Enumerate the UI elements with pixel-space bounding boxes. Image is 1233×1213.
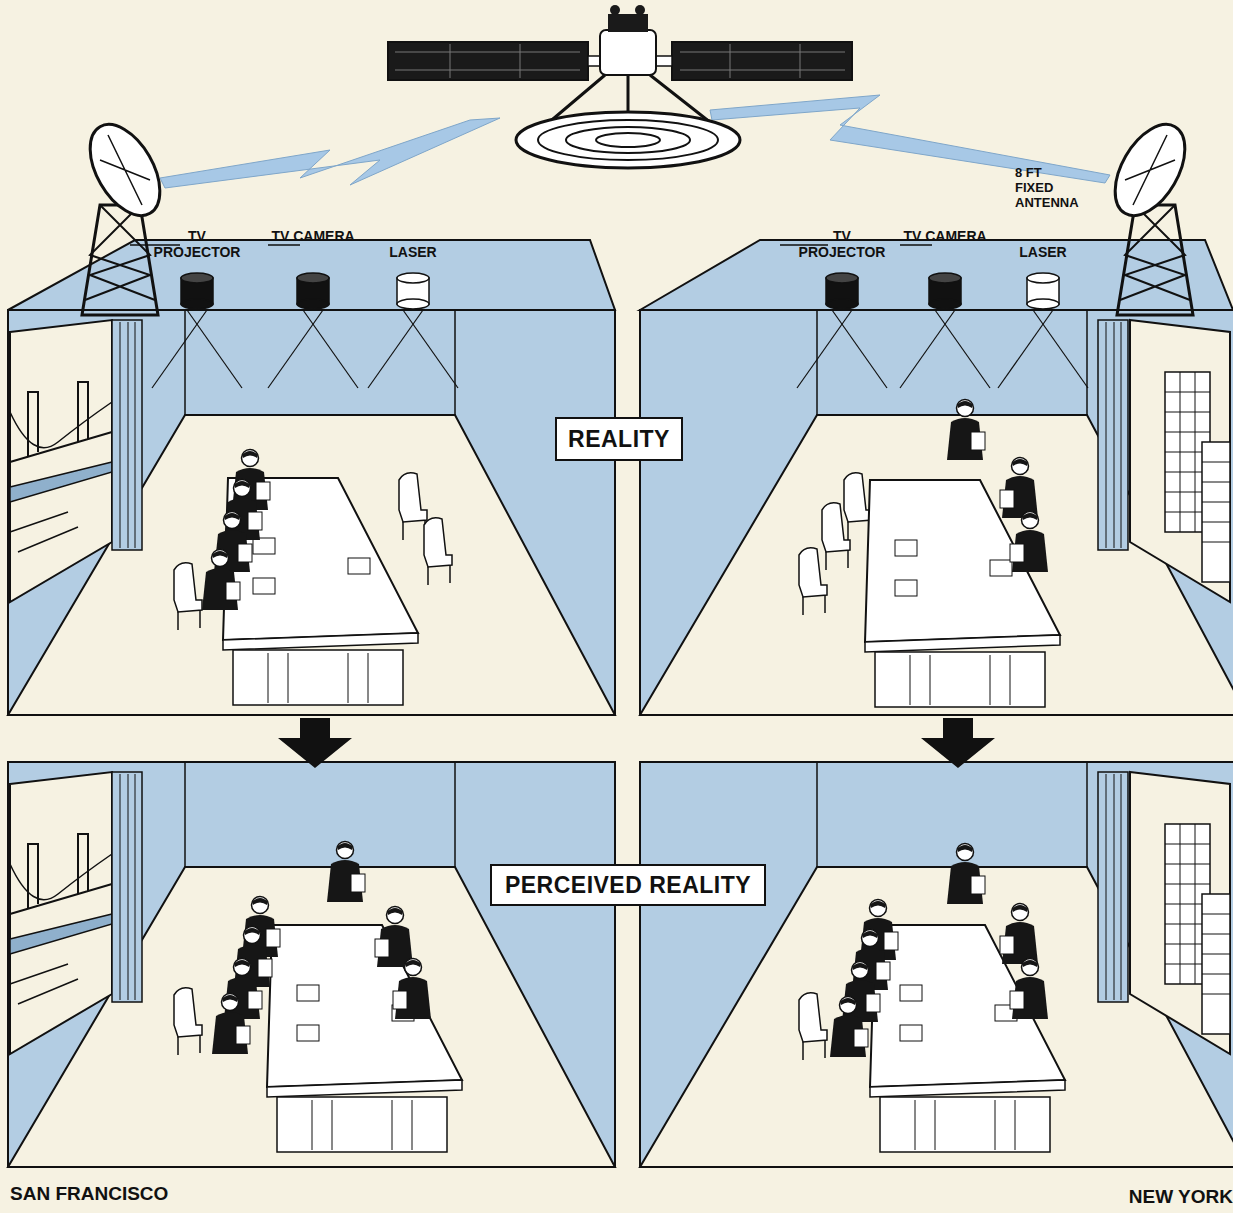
satellite: [538, 120, 718, 160]
satellite: [388, 42, 588, 80]
box-text: REALITY: [568, 426, 670, 453]
top-right-room-furniture: [947, 400, 985, 461]
top-right-room-furniture: [822, 503, 850, 570]
bottom-right-room-furniture: [947, 844, 985, 905]
windows: [1098, 772, 1230, 1054]
bottom-right-room-furniture: [830, 997, 868, 1058]
top-left-room-furniture: [223, 478, 418, 705]
antennas: [76, 113, 174, 315]
bottom-right-room-furniture: [1000, 904, 1038, 965]
equipment: [268, 273, 358, 388]
room-shells: [640, 310, 1233, 715]
equipment: [797, 273, 887, 388]
top-right-room-furniture: [1000, 458, 1038, 519]
text-label: TV CAMERA: [902, 228, 988, 244]
box-text: PERCEIVED REALITY: [505, 872, 751, 899]
bottom-right-room-furniture: [799, 993, 827, 1060]
room-shells: [8, 310, 1233, 1167]
antennas: [1101, 113, 1199, 315]
down-arrows: [278, 718, 995, 768]
down-arrows: [921, 718, 995, 768]
room-shells: [8, 310, 615, 715]
bottom-left-room-furniture: [174, 842, 462, 1153]
satellite: [610, 5, 620, 15]
top-right-room-furniture: [799, 548, 827, 615]
top-right-room-furniture: [865, 480, 1060, 707]
down-arrows: [278, 718, 352, 768]
windows: [10, 320, 1230, 1054]
equipment: [900, 273, 990, 388]
text-label: TV PROJECTOR: [792, 228, 892, 260]
bottom-left-room-furniture: [393, 959, 431, 1020]
satellite: [672, 42, 852, 80]
satellite: [516, 112, 740, 168]
top-left-room-furniture: [202, 550, 240, 611]
signal-beams: [160, 118, 500, 188]
top-left-room-furniture: [424, 518, 452, 585]
equipment: [998, 273, 1088, 388]
windows: [10, 772, 142, 1054]
windows: [1098, 320, 1230, 602]
top-left-room-furniture: [174, 563, 202, 630]
title-box: PERCEIVED REALITY: [490, 864, 766, 906]
title-box: REALITY: [555, 417, 683, 461]
top-left-room-furniture: [399, 473, 427, 540]
satellite: [596, 133, 660, 147]
top-right-room-furniture: [1010, 512, 1048, 573]
equipment: [130, 245, 1088, 388]
signal-beams: [710, 95, 1110, 183]
satellite: [566, 127, 690, 153]
text-label: LASER: [1000, 244, 1086, 260]
satellite: [600, 30, 656, 75]
room-shells: [8, 762, 615, 1167]
bottom-left-room-furniture: [327, 842, 365, 903]
bottom-left-room-furniture: [267, 925, 462, 1152]
room-shells: [640, 762, 1233, 1167]
text-label: SAN FRANCISCO: [10, 1183, 310, 1205]
bottom-left-room-furniture: [174, 988, 202, 1055]
equipment: [152, 273, 242, 388]
text-label: NEW YORK: [1060, 1186, 1233, 1208]
bottom-left-room-furniture: [212, 994, 250, 1055]
text-label: 8 FT FIXED ANTENNA: [1015, 166, 1081, 211]
bottom-right-room-furniture: [1010, 959, 1048, 1020]
windows: [10, 320, 142, 602]
signal-beams: [160, 95, 1110, 188]
bottom-right-room-furniture: [799, 844, 1065, 1153]
text-label: LASER: [370, 244, 456, 260]
bottom-left-room-furniture: [375, 907, 413, 968]
equipment: [368, 273, 458, 388]
top-left-room-furniture: [174, 450, 452, 706]
satellite: [388, 5, 852, 168]
satellite: [635, 5, 645, 15]
satellite: [608, 14, 648, 32]
text-label: TV CAMERA: [270, 228, 356, 244]
top-right-room-furniture: [799, 400, 1060, 708]
text-label: TV PROJECTOR: [147, 228, 247, 260]
